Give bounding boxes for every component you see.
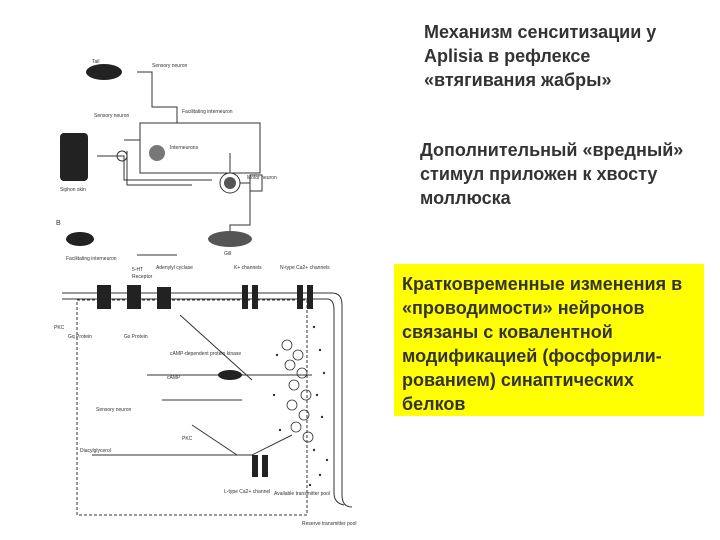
l-type-channel-right xyxy=(262,455,268,477)
label-sensory-neuron: Sensory neuron xyxy=(94,113,130,119)
transmitter-dots xyxy=(272,325,329,487)
l-type-channel-left xyxy=(252,455,258,477)
label-diacylglycerol: Diacylglycerol xyxy=(80,448,111,454)
label-n-type-ca-channels: N-type Ca2+ channels xyxy=(280,265,330,271)
pka-enzyme xyxy=(218,370,242,380)
label-available-pool: Available transmitter pool xyxy=(274,491,330,497)
slide-subtitle: Дополнительный «вредный» стимул приложен… xyxy=(420,140,684,208)
label-siphon-skin: Siphon skin xyxy=(60,187,86,193)
receptor-block-1 xyxy=(97,285,111,309)
ca-channel-left xyxy=(297,285,303,309)
label-sensory-neuron-terminal: Sensory neuron xyxy=(96,407,132,413)
motor-neuron-cell xyxy=(224,177,236,189)
label-pkc: PKC xyxy=(54,325,65,331)
label-gs-protein: Gs Protein xyxy=(124,334,148,340)
label-b-facilitating-interneuron: Facilitating interneuron xyxy=(66,256,117,262)
sensory-neuron-body xyxy=(116,150,128,162)
receptor-block-2 xyxy=(127,285,141,309)
label-pkc-lower: PKC xyxy=(182,436,193,442)
label-serotonin: 5-HT xyxy=(132,267,143,273)
tail-shape xyxy=(86,64,122,80)
siphon-skin-block xyxy=(60,133,88,181)
label-sensory-neuron-top: Sensory neuron xyxy=(152,63,188,69)
label-panel-b: B xyxy=(56,220,61,227)
k-channel-right xyxy=(252,285,258,309)
label-tail: Tail xyxy=(92,59,100,65)
gill-shape xyxy=(208,231,252,247)
ca-channel-right xyxy=(307,285,313,309)
vesicle-cluster xyxy=(281,339,314,443)
label-l-type-ca-channel: L-type Ca2+ channel xyxy=(224,489,270,495)
panel-b-tail-shape xyxy=(66,232,94,246)
label-camp-pka: cAMP-dependent protein kinase xyxy=(170,351,241,357)
label-adenylyl-cyclase: Adenylyl cyclase xyxy=(156,265,193,271)
k-channel-left xyxy=(242,285,248,309)
label-interneurons: Interneurons xyxy=(170,145,199,151)
label-camp: cAMP xyxy=(167,375,181,381)
interneuron-cell xyxy=(149,145,165,161)
label-gill: Gill xyxy=(224,251,231,257)
sensitization-diagram: Tail Sensory neuron Facilitating interne… xyxy=(54,59,356,527)
label-k-channels: K+ channels xyxy=(234,265,262,271)
label-motor-neuron: Motor neuron xyxy=(247,175,277,181)
slide-title: Механизм сенситизации у Aplisia в рефлек… xyxy=(424,22,657,90)
highlight-box: Кратковременные изменения в «проводимост… xyxy=(394,264,704,416)
label-receptor: Receptor xyxy=(132,274,153,280)
label-gq-protein: Gq Protein xyxy=(68,334,92,340)
adenylyl-cyclase-block xyxy=(157,287,171,309)
label-facilitating-interneuron: Facilitating interneuron xyxy=(182,109,233,115)
label-reserve-pool: Reserve transmitter pool xyxy=(302,521,356,527)
